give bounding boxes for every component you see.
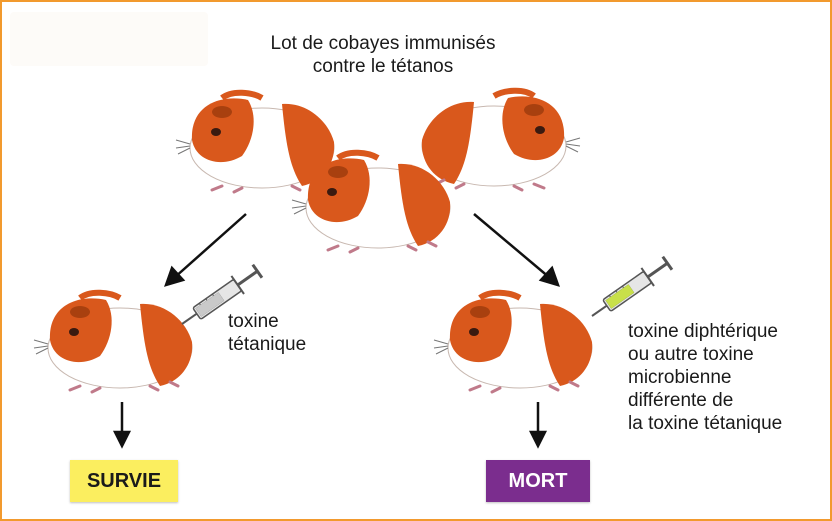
title-line-2: contre le tétanos [312,56,454,77]
syringe-icon [584,252,676,327]
arrow-icon [473,213,560,287]
arrow-icon [164,213,247,287]
tetanic-toxin-label: toxine tétanique [228,311,307,355]
blank-tag [10,12,208,66]
arrow-icon [528,402,548,449]
survie-badge: SURVIE [70,460,178,502]
mort-badge: MORT [486,460,590,502]
syringe-icon [174,260,266,335]
guinea-pig-icon [176,93,334,192]
guinea-pig-icon [422,91,580,190]
diagram-title: Lot de cobayes immunisés contre le tétan… [238,32,528,78]
guinea-pig-icon [434,293,592,392]
guinea-pig-icon [34,293,192,392]
arrow-icon [112,402,132,449]
title-line-1: Lot de cobayes immunisés [270,33,496,54]
other-toxin-label: toxine diphtérique ou autre toxine micro… [628,321,783,434]
